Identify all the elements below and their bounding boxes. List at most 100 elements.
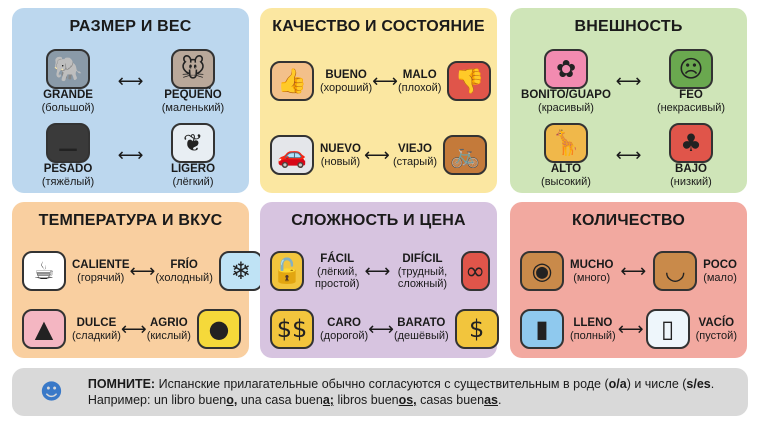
hot-cup-icon: ☕ bbox=[22, 251, 66, 291]
knot-icon: ∞ bbox=[460, 251, 490, 291]
adjective-right: 🐭PEQUEÑO(маленький) bbox=[147, 48, 239, 114]
full-basket-icon: ◉ bbox=[520, 251, 564, 291]
coins-icon: $$ bbox=[270, 309, 314, 349]
text: casas buen bbox=[416, 393, 485, 407]
open-lock-icon: 🔓 bbox=[270, 251, 304, 291]
text: os, bbox=[398, 393, 417, 407]
coin-icon: $ bbox=[454, 309, 499, 349]
adjective-right: ☹FEO(некрасивый) bbox=[645, 48, 737, 114]
spanish-word: BUENO bbox=[325, 68, 367, 81]
spanish-word: DIFÍCIL bbox=[402, 252, 443, 265]
adjective-label: MALO(плохой) bbox=[398, 69, 441, 94]
spanish-word: VIEJO bbox=[398, 142, 432, 155]
empty-glass-icon: ▯ bbox=[645, 309, 690, 349]
spanish-word: VACÍO bbox=[698, 316, 735, 329]
russian-translation: (много) bbox=[573, 271, 611, 284]
adjective-label: DIFÍCIL(трудный, сложный) bbox=[390, 253, 454, 290]
spanish-word: FEO bbox=[679, 88, 703, 101]
giraffe-icon: 🦒 bbox=[544, 122, 588, 163]
spanish-word: CALIENTE bbox=[72, 258, 130, 271]
dumbbell-icon: ⚊ bbox=[46, 122, 90, 163]
adjective-label: ALTO(высокий) bbox=[541, 163, 591, 188]
adjective-label: CALIENTE(горячий) bbox=[72, 259, 130, 284]
adjective-left: ⚊PESADO(тяжёлый) bbox=[22, 122, 114, 188]
russian-translation: (старый) bbox=[392, 155, 437, 168]
double-arrow-icon: ⟷ bbox=[364, 144, 390, 166]
double-arrow-icon: ⟷ bbox=[615, 144, 642, 166]
double-arrow-icon: ⟷ bbox=[617, 318, 644, 340]
mushroom-icon: ♣ bbox=[669, 122, 713, 163]
thumbs-down-icon: 👎 bbox=[447, 61, 492, 101]
adjective-label: GRANDE(большой) bbox=[42, 89, 95, 114]
opposite-pair: ▮LLENO(полный)⟷▯VACÍO(пустой) bbox=[510, 294, 747, 364]
adjective-left: 🦒ALTO(высокий) bbox=[520, 122, 612, 188]
adjective-label: BUENO(хороший) bbox=[320, 69, 372, 94]
opposite-pair: $$CARO(дорогой)⟷BARATO(дешёвый)$ bbox=[260, 294, 499, 364]
spanish-word: AGRIO bbox=[149, 316, 188, 329]
text: una casa buen bbox=[237, 393, 323, 407]
adjective-label: FRÍO(холодный) bbox=[155, 259, 213, 284]
russian-translation: (некрасивый) bbox=[656, 101, 726, 114]
spanish-word: DULCE bbox=[76, 316, 117, 329]
adjective-label: VACÍO(пустой) bbox=[696, 317, 737, 342]
reminder-label: ПОМНИТЕ: bbox=[87, 377, 156, 391]
double-arrow-icon: ⟷ bbox=[368, 318, 394, 340]
russian-translation: (полный) bbox=[570, 329, 616, 342]
double-arrow-icon: ⟷ bbox=[129, 260, 156, 282]
adjective-label: PEQUEÑO(маленький) bbox=[162, 89, 224, 114]
russian-translation: (лёгкий, простой) bbox=[314, 265, 360, 290]
opposite-pair: ◉MUCHO(много)⟷◡POCO(мало) bbox=[510, 236, 747, 306]
adjective-right: MALO(плохой)👎 bbox=[398, 61, 492, 101]
full-glass-icon: ▮ bbox=[520, 309, 564, 349]
russian-translation: (красивый) bbox=[538, 101, 594, 114]
panel-title: КАЧЕСТВО И СОСТОЯНИЕ bbox=[272, 18, 485, 35]
russian-translation: (плохой) bbox=[397, 81, 442, 94]
text: s/es bbox=[686, 377, 711, 391]
adjective-label: AGRIO(кислый) bbox=[147, 317, 191, 342]
bicycle-icon: 🚲 bbox=[443, 135, 487, 175]
russian-translation: (горячий) bbox=[77, 271, 125, 284]
spanish-word: BAJO bbox=[675, 162, 707, 175]
opposite-pair: 🚗NUEVO(новый)⟷VIEJO(старый)🚲 bbox=[260, 120, 497, 190]
russian-translation: (дорогой) bbox=[320, 329, 369, 342]
opposite-pair: ✿BONITO/GUAPO(красивый)⟷☹FEO(некрасивый) bbox=[510, 46, 747, 116]
russian-translation: (низкий) bbox=[670, 175, 712, 188]
russian-translation: (маленький) bbox=[161, 101, 225, 114]
text: . Например: un libro buen bbox=[87, 377, 715, 407]
mouse-icon: 🐭 bbox=[171, 48, 215, 89]
text: a; bbox=[322, 393, 334, 407]
adjective-left: ◉ MUCHO(много) bbox=[520, 251, 613, 291]
panel-title: КОЛИЧЕСТВО bbox=[572, 212, 685, 229]
panel-title: ВНЕШНОСТЬ bbox=[574, 18, 683, 35]
text: libros buen bbox=[333, 393, 399, 407]
car-icon: 🚗 bbox=[270, 135, 314, 175]
spanish-word: ALTO bbox=[550, 162, 582, 175]
panel-5: СЛОЖНОСТЬ И ЦЕНА🔓FÁCIL(лёгкий, простой)⟷… bbox=[260, 202, 499, 358]
adjective-label: BAJO(низкий) bbox=[670, 163, 712, 188]
cake-icon: ▲ bbox=[22, 309, 66, 349]
thumbs-up-icon: 👍 bbox=[270, 61, 314, 101]
double-arrow-icon: ⟷ bbox=[615, 70, 642, 92]
adjective-label: LIGERO(лёгкий) bbox=[171, 163, 215, 188]
spanish-word: MUCHO bbox=[570, 258, 614, 271]
adjective-left: 🔓FÁCIL(лёгкий, простой) bbox=[270, 251, 365, 291]
russian-translation: (трудный, сложный) bbox=[397, 265, 448, 290]
double-arrow-icon: ⟷ bbox=[364, 260, 391, 282]
opposite-pair: ⚊PESADO(тяжёлый)⟷❦LIGERO(лёгкий) bbox=[12, 120, 249, 190]
adjective-label: LLENO(полный) bbox=[570, 317, 616, 342]
opposite-pair: 🦒ALTO(высокий)⟷♣BAJO(низкий) bbox=[510, 120, 747, 190]
russian-translation: (мало) bbox=[703, 271, 737, 284]
russian-translation: (пустой) bbox=[695, 329, 737, 342]
flower-icon: ✿ bbox=[544, 48, 588, 89]
adjective-label: PESADO(тяжёлый) bbox=[42, 163, 94, 188]
lemon-icon: ● bbox=[196, 309, 241, 349]
adjective-label: CARO(дорогой) bbox=[320, 317, 368, 342]
adjective-label: BARATO(дешёвый) bbox=[394, 317, 449, 342]
russian-translation: (сладкий) bbox=[72, 329, 121, 342]
basket-icon: ◡ bbox=[653, 251, 698, 291]
spanish-word: POCO bbox=[703, 258, 737, 271]
russian-translation: (холодный) bbox=[155, 271, 213, 284]
opposite-pair: ▲DULCE(сладкий)⟷AGRIO(кислый)● bbox=[12, 294, 249, 364]
double-arrow-icon: ⟷ bbox=[117, 144, 144, 166]
russian-translation: (кислый) bbox=[146, 329, 191, 342]
